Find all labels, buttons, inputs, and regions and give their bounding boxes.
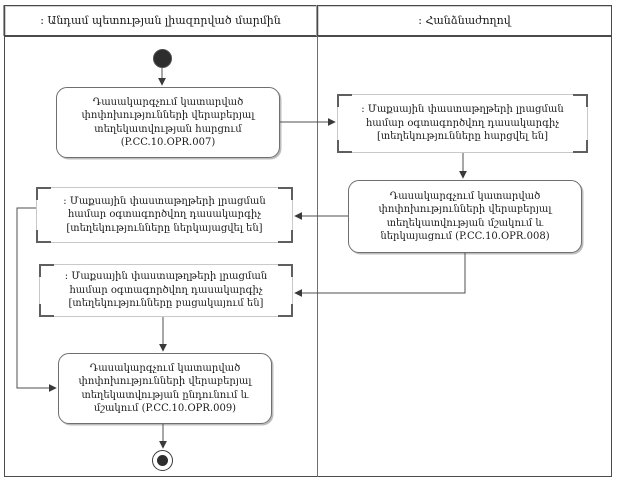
diagram-frame (4, 36, 612, 477)
corner-mark (337, 140, 352, 153)
object-node-classifier-absent: : Մաքսային փաստաթղթերի լրացման համար օգտ… (39, 264, 293, 317)
node-label: Դասակարգչում կատարված փոփոխությունների վ… (78, 362, 252, 415)
node-label: : Մաքսային փաստաթղթերի լրացման համար օգտ… (64, 271, 268, 310)
lane-header-commission: : Հանձնաժողով (317, 5, 612, 36)
action-node-receive-and-process: Դասակարգչում կատարված փոփոխությունների վ… (58, 353, 272, 424)
corner-mark (573, 140, 588, 153)
corner-mark (36, 230, 51, 243)
action-node-process-and-submit: Դասակարգչում կատարված փոփոխությունների վ… (348, 180, 582, 253)
lane-title: : Հանձնաժողով (418, 14, 511, 27)
action-node-info-request: Դասակարգչում կատարված փոփոխությունների վ… (56, 87, 280, 158)
object-node-classifier-submitted: : Մաքսային փաստաթղթերի լրացման համար օգտ… (36, 187, 293, 243)
corner-mark (278, 230, 293, 243)
final-node (152, 450, 173, 471)
corner-mark (337, 94, 352, 107)
node-label: : Մաքսային փաստաթղթերի լրացման համար օգտ… (63, 195, 266, 234)
final-node-dot (157, 455, 168, 466)
corner-mark (278, 187, 293, 200)
corner-mark (39, 304, 54, 317)
lane-header-authorized-body: : Անդամ պետության լիազորված մարմին (4, 5, 317, 36)
lane-divider (317, 36, 318, 477)
lane-title: : Անդամ պետության լիազորված մարմին (40, 14, 281, 27)
object-node-classifier-requested: : Մաքսային փաստաթղթերի լրացման համար օգտ… (337, 94, 588, 153)
node-label: Դասակարգչում կատարված փոփոխությունների վ… (81, 96, 255, 149)
corner-mark (39, 264, 54, 277)
corner-mark (36, 187, 51, 200)
corner-mark (573, 94, 588, 107)
node-label: : Մաքսային փաստաթղթերի լրացման համար օգտ… (361, 104, 564, 143)
corner-mark (278, 264, 293, 277)
initial-node (153, 49, 172, 68)
corner-mark (278, 304, 293, 317)
node-label: Դասակարգչում կատարված փոփոխությունների վ… (378, 190, 552, 243)
